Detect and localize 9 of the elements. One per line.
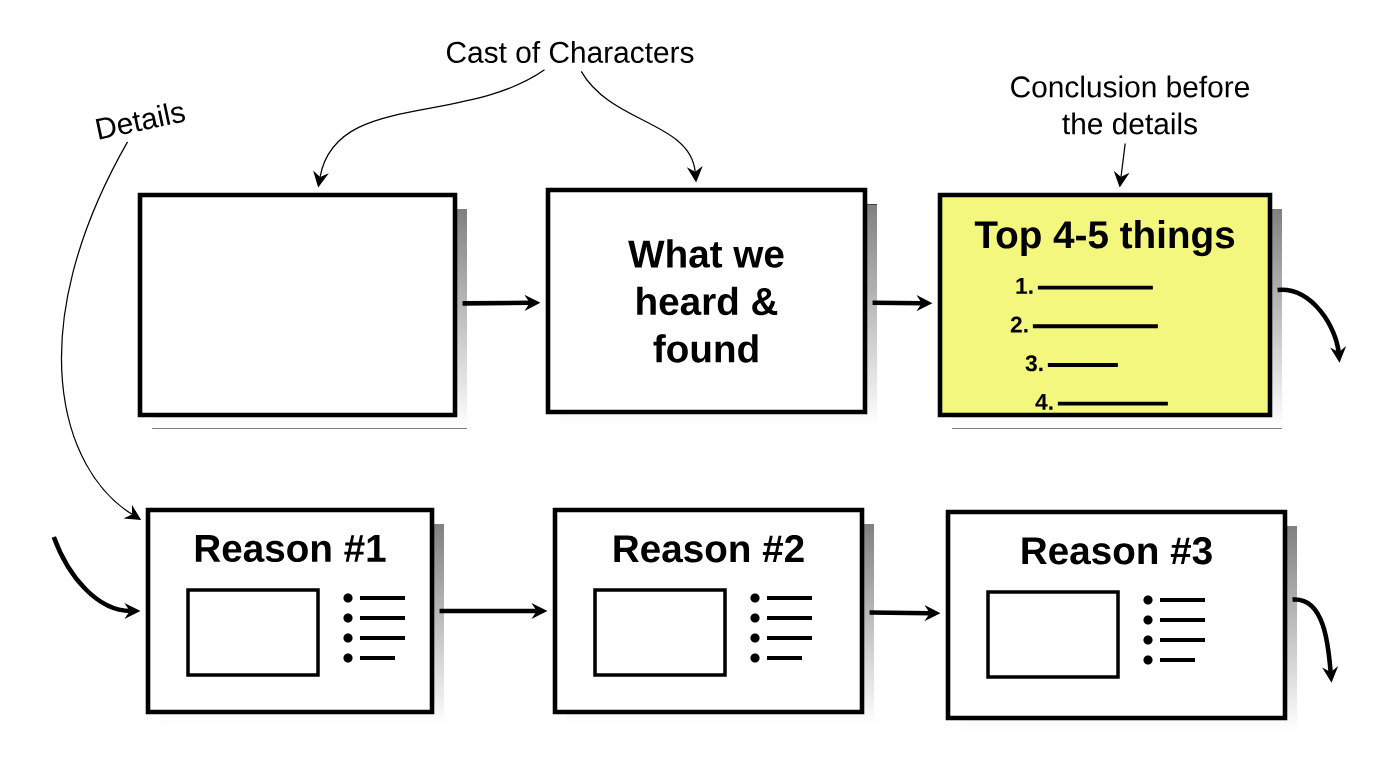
slide-box: Reason #3 xyxy=(945,509,1297,732)
slide-box: What we heard & found xyxy=(545,187,877,426)
handwritten-note: Details xyxy=(95,103,185,140)
slide-box xyxy=(137,192,467,429)
handwritten-note: Conclusion before the details xyxy=(1011,75,1249,135)
slide-box: Reason #1 xyxy=(145,507,444,726)
slide-box: Reason #2 xyxy=(552,507,874,726)
handwritten-note: Cast of Characters xyxy=(447,41,694,63)
highlighted-slide-box: Top 4-5 things 1. 2. 3. 4. xyxy=(937,192,1282,429)
